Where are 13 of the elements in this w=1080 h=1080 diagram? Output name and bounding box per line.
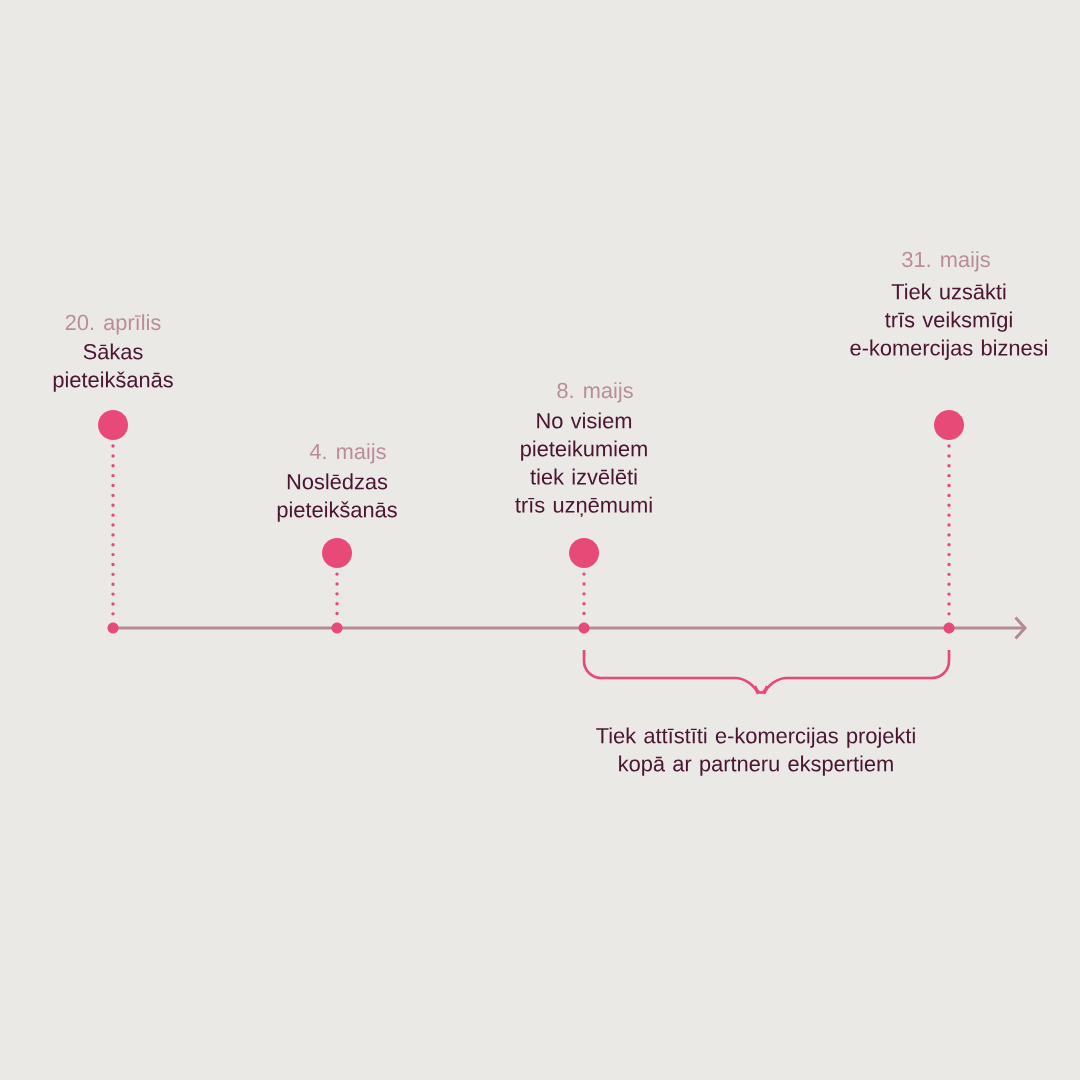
date-label: 4. maijs [309, 443, 386, 464]
milestone-circle [98, 409, 129, 440]
milestone-circle [569, 538, 600, 568]
milestone-description: No visiem pieteikumiem tiek izvēlēti trīs uzņēmumi [515, 412, 652, 518]
milestone-circle [322, 538, 353, 568]
milestone-circle [934, 409, 964, 440]
date-label: 20. aprīlis [65, 314, 161, 335]
date-label: 8. maijs [557, 382, 633, 403]
date-label: 31. maijs [902, 251, 990, 272]
brace-caption: Tiek attīstīti e-komercijas projekti kopā ar partneru ekspertiem [596, 727, 915, 776]
milestone-description: Sākas pieteikšanās [53, 343, 173, 392]
milestone-description: Noslēdzas pieteikšanās [277, 473, 397, 522]
milestone-description: Tiek uzsākti trīs veiksmīgi e-komercijas biznesi [850, 283, 1047, 360]
